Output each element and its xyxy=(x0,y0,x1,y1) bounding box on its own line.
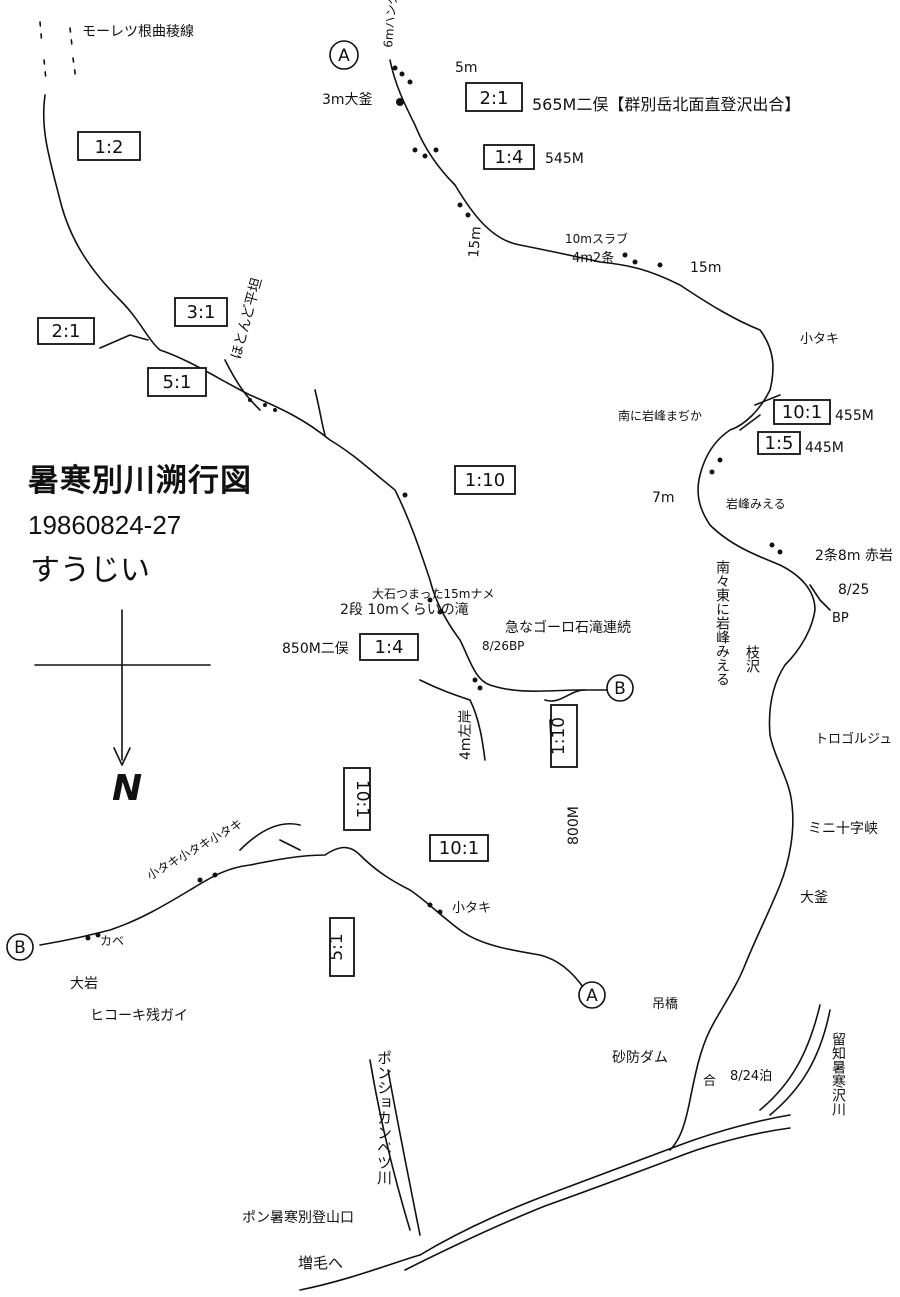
north-label: N xyxy=(112,768,142,809)
stream-lower-left xyxy=(39,846,586,991)
ratio-2-1-left: 2:1 xyxy=(52,321,81,342)
label-south-peak: 南に岩峰まぢか xyxy=(618,408,702,423)
label-small-fall-1: 小タキ xyxy=(800,332,839,347)
north-arrow-axis xyxy=(34,609,211,761)
marker-a-top-label: A xyxy=(338,46,350,66)
label-two-8m: 2条8m 赤岩 xyxy=(815,547,893,564)
label-elev-800: 800M xyxy=(566,806,582,845)
ratio-5-1-left: 5:1 xyxy=(163,372,192,393)
tributary-2-1 xyxy=(99,334,149,349)
ratio-1-4-mid: 1:4 xyxy=(375,637,404,658)
label-bp-826: 8/26BP xyxy=(482,639,524,653)
label-steep-gorge: 急なゴーロ石滝連続 xyxy=(505,619,631,636)
label-two-4m: 4m2条 xyxy=(572,250,614,266)
ratio-2-1-top: 2:1 xyxy=(480,88,509,109)
label-small-falls-seq: 小タキ小タキ小タキ xyxy=(145,816,246,882)
main-river-outer xyxy=(419,1114,791,1256)
label-mostly-flat: ほとんど平坦 xyxy=(228,276,265,361)
stream-mid-branch xyxy=(419,679,486,761)
label-big-pot: 3m大釜 xyxy=(322,92,373,108)
tributary-ridge-crest xyxy=(224,359,326,436)
ratio-boxes xyxy=(37,82,831,977)
left-tributary xyxy=(369,1059,421,1236)
marker-a-low-label: A xyxy=(586,986,598,1006)
label-elev-445: 445M xyxy=(805,440,844,456)
label-camp-824: 8/24泊 xyxy=(730,1069,772,1084)
label-m7: 7m xyxy=(652,490,675,506)
label-big-pot-2: 大釜 xyxy=(800,890,828,906)
label-m15-right: 15m xyxy=(690,260,721,276)
label-southeast-peak: 南々東に岩峰みえる xyxy=(714,560,730,686)
label-m5: 5m xyxy=(455,60,478,76)
author: すうじい xyxy=(30,553,150,588)
label-sabo-dam: 砂防ダム xyxy=(612,1050,668,1066)
label-wall: カベ xyxy=(100,934,124,948)
north-arrow-head xyxy=(113,747,131,766)
tributary-bp xyxy=(809,584,831,611)
ratio-1-5: 1:5 xyxy=(765,433,794,454)
label-elev-455: 455M xyxy=(835,408,874,424)
right-tributary xyxy=(759,1004,831,1116)
stream-to-b xyxy=(544,689,586,702)
marker-b-low-label: B xyxy=(14,938,26,958)
ratio-10-1-lower-h: 10:1 xyxy=(439,838,479,859)
ratio-10-1-right: 10:1 xyxy=(782,402,822,423)
label-toro-gorge: トロゴルジュ xyxy=(815,731,892,747)
tributary-455 xyxy=(739,394,781,431)
label-m15-left: 15m xyxy=(466,226,485,259)
ratio-5-1-lower: 5:1 xyxy=(327,933,347,960)
label-mini-gorge: ミニ十字峡 xyxy=(808,821,878,837)
lower-tributaries xyxy=(239,823,301,851)
ratio-1-2: 1:2 xyxy=(95,137,124,158)
main-river-inner xyxy=(404,1127,791,1271)
marker-b-mid xyxy=(606,674,634,702)
ridge-trail xyxy=(39,21,77,81)
label-elev-545: 545M xyxy=(545,151,584,167)
label-trailhead: ポン暑寒別登山口 xyxy=(242,1209,354,1226)
label-bp: BP xyxy=(832,611,849,626)
label-slab-10m: 10mスラブ xyxy=(565,231,628,246)
label-ponshokan-river: ポンショカンベツ川 xyxy=(375,1050,393,1185)
label-two-step: 2段 10mくらいの滝 xyxy=(340,602,469,618)
label-side-stream: 枝沢 xyxy=(744,645,760,673)
main-river-outer-2 xyxy=(299,1254,421,1291)
label-junction-565: 565M二俣【群別岳北面直登沢出合】 xyxy=(532,95,800,114)
ratio-3-1: 3:1 xyxy=(187,302,216,323)
label-suspension-bridge: 吊橋 xyxy=(652,997,678,1012)
ratio-10-1-lower-v: 10:1 xyxy=(352,780,372,818)
label-rock-peak: 岩峰みえる xyxy=(726,496,786,511)
marker-a-low xyxy=(578,981,606,1009)
label-wreck: ヒコーキ残ガイ xyxy=(90,1008,188,1024)
label-mashike: 増毛へ xyxy=(298,1254,343,1272)
stream-left-upper xyxy=(42,94,611,693)
label-big-rock: 大岩 xyxy=(70,976,98,992)
waterfall-dots xyxy=(85,65,783,941)
trip-date: 19860824-27 xyxy=(28,510,182,540)
ratio-1-10-mid: 1:10 xyxy=(465,470,505,491)
label-left-4m: 4m左岸 xyxy=(458,709,474,760)
stream-upper-right xyxy=(389,59,816,1151)
label-bp-825: 8/25 xyxy=(838,582,869,598)
marker-b-low xyxy=(6,933,34,961)
label-rumoi-river: 留知暑寒沢川 xyxy=(830,1032,846,1116)
label-small-fall-low: 小タキ xyxy=(452,901,491,916)
label-gou: 合 xyxy=(703,1074,716,1089)
label-junction-850: 850M二俣 xyxy=(282,641,349,657)
marker-b-mid-label: B xyxy=(614,679,626,699)
ratio-1-10-b: 1:10 xyxy=(549,717,569,755)
map-title: 暑寒別川溯行図 xyxy=(28,463,252,499)
label-boulder-15m: 大石つまった15mナメ xyxy=(372,587,494,601)
label-m6-falls: 6mハングの滝 xyxy=(381,0,402,48)
label-ridge: モーレツ根曲稜線 xyxy=(82,24,194,40)
ratio-1-4-top: 1:4 xyxy=(495,147,524,168)
marker-a-top xyxy=(329,40,359,70)
